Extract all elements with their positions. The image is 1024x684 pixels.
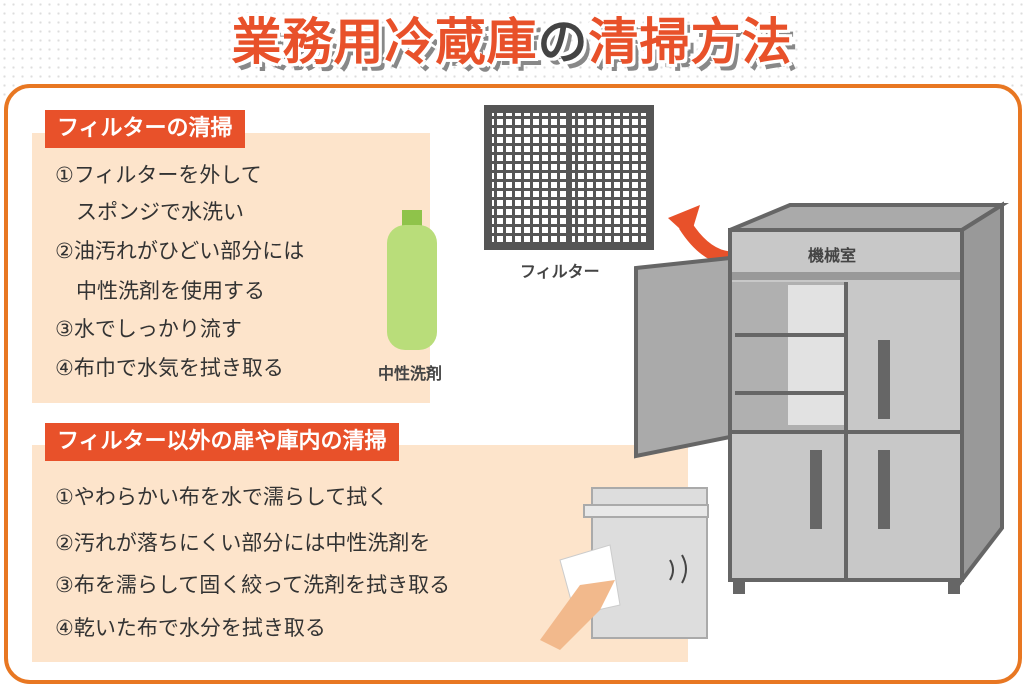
section1-panel	[32, 133, 430, 403]
wiping-hand-icon	[540, 487, 709, 650]
dotted-background	[0, 0, 1024, 100]
step-text: ②汚れが落ちにくい部分には中性洗剤を	[55, 531, 431, 555]
step-text: ③水でしっかり流す	[55, 317, 242, 341]
step-text: ③布を濡らして固く絞って洗剤を拭き取る	[55, 573, 451, 597]
filter-icon	[484, 105, 654, 250]
filter-label: フィルター	[520, 262, 600, 281]
page-title: 業務用冷蔵庫の清掃方法	[231, 13, 793, 71]
step-text: ④布巾で水気を拭き取る	[55, 356, 284, 380]
section1-heading: フィルターの清掃	[45, 110, 245, 148]
step-text: ④乾いた布で水分を拭き取る	[55, 616, 326, 640]
step-text: ②油汚れがひどい部分には	[55, 239, 305, 263]
step-text: ①やわらかい布を水で濡らして拭く	[55, 485, 389, 509]
detergent-bottle-icon	[387, 210, 437, 350]
step-text: ①フィルターを外して	[55, 163, 262, 187]
detergent-label: 中性洗剤	[378, 364, 443, 383]
step-text: スポンジで水洗い	[55, 200, 244, 224]
refrigerator-icon	[634, 201, 1009, 594]
section2-heading: フィルター以外の扉や庫内の清掃	[45, 423, 399, 461]
machine-room-label: 機械室	[808, 246, 857, 265]
step-text: 中性洗剤を使用する	[55, 279, 265, 303]
